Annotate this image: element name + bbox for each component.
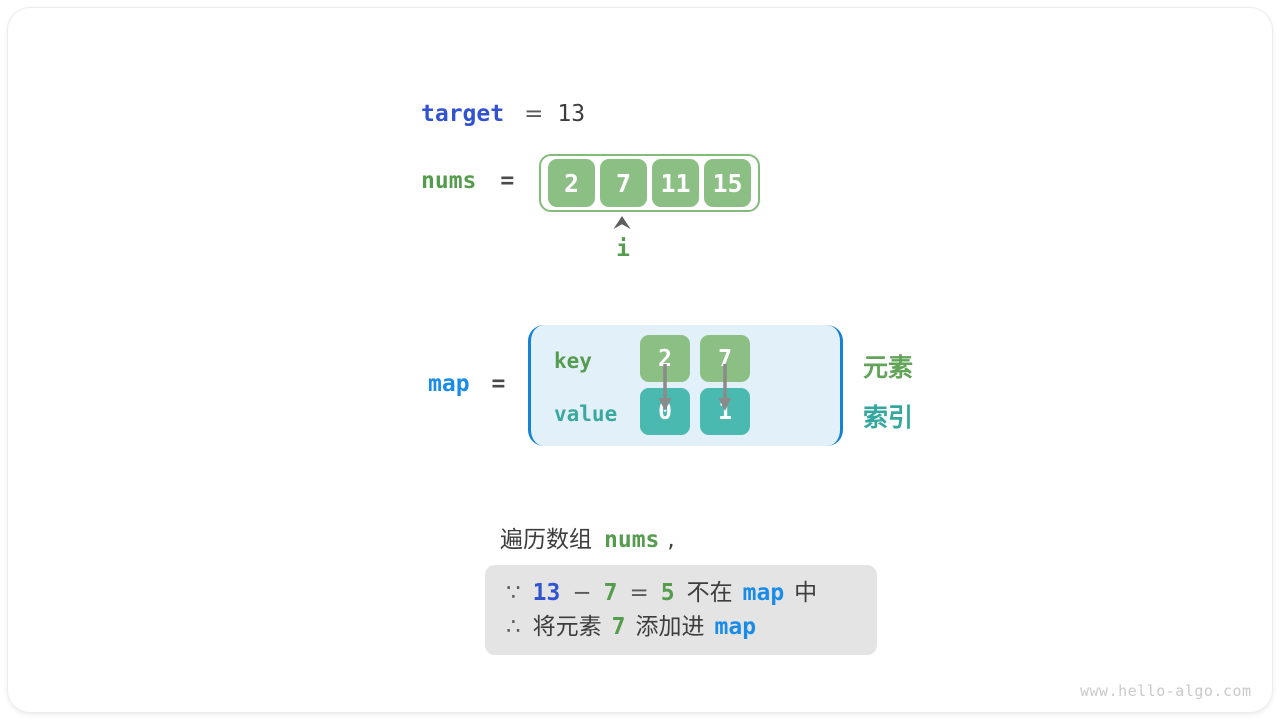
target-variable: target	[421, 101, 505, 127]
note-line-1: ∵ 13 − 7 = 5 不在 map 中	[506, 576, 877, 610]
element-side-label: 元素	[863, 353, 914, 382]
equals-sign: =	[629, 580, 649, 606]
caption-comma: ,	[667, 527, 675, 553]
note-diff-value: 5	[660, 580, 675, 606]
array-cell: 11	[652, 159, 699, 207]
note-num-value: 7	[603, 580, 618, 606]
value-row-label: value	[554, 402, 618, 426]
caption-code: nums	[604, 527, 660, 553]
note-map-code: map	[742, 580, 785, 606]
index-pointer-label: i	[616, 236, 630, 262]
therefore-symbol: ∴	[506, 614, 521, 640]
hash-map-container: key value 2 7 0 1	[528, 325, 843, 446]
target-value: 13	[557, 101, 586, 127]
map-variable: map	[428, 371, 470, 397]
note-prefix-text: 将元素	[532, 614, 602, 640]
caption-text: 遍历数组	[500, 527, 592, 553]
caption-line: 遍历数组 nums ,	[500, 520, 675, 554]
note-not-in-text: 不在	[686, 580, 733, 606]
because-symbol: ∵	[506, 580, 521, 606]
note-middle-text: 添加进	[635, 614, 705, 640]
note-line-2: ∴ 将元素 7 添加进 map	[506, 610, 877, 644]
index-side-label: 索引	[863, 403, 914, 432]
equals-sign: =	[524, 101, 544, 127]
equals-sign: =	[500, 168, 515, 194]
key-row-label: key	[554, 349, 592, 373]
array-cell: 7	[600, 159, 647, 207]
nums-row: nums =	[421, 168, 514, 194]
array-cell: 15	[704, 159, 751, 207]
nums-variable: nums	[421, 168, 477, 194]
key-to-value-arrows	[658, 364, 732, 411]
note-num-value: 7	[611, 614, 626, 640]
note-map-code: map	[714, 614, 757, 640]
note-suffix-text: 中	[794, 580, 818, 606]
note-target-value: 13	[532, 580, 561, 606]
array-cell: 2	[548, 159, 595, 207]
pointer-arrow-icon	[613, 216, 631, 229]
watermark: www.hello-algo.com	[1080, 682, 1252, 700]
minus-sign: −	[572, 580, 592, 606]
map-row: map =	[428, 371, 505, 397]
diagram-card: target = 13 nums = 2 7 11 15 i map = key…	[8, 8, 1272, 712]
nums-array: 2 7 11 15	[539, 154, 760, 212]
equals-sign: =	[491, 371, 506, 397]
note-box: ∵ 13 − 7 = 5 不在 map 中 ∴ 将元素 7 添加进 map	[485, 565, 877, 655]
target-row: target = 13	[421, 101, 585, 127]
